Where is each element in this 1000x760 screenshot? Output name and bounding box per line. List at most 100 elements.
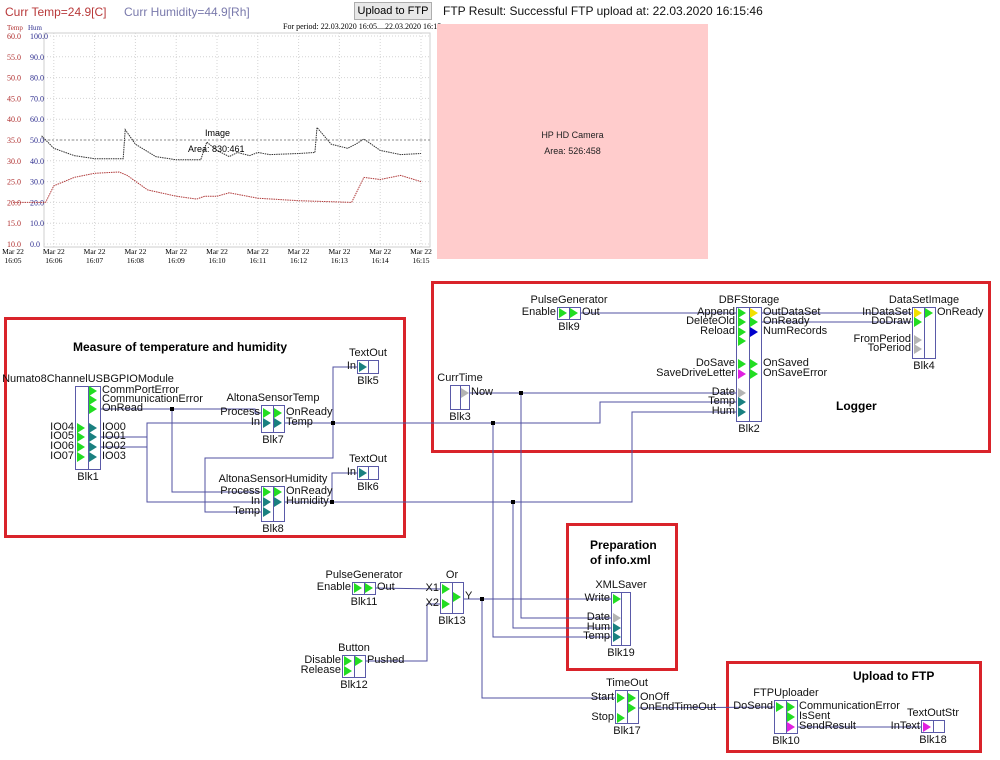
x-tick-date: Mar 22 xyxy=(410,247,432,256)
block-id-label: Blk12 xyxy=(340,679,368,691)
input-port-label: In xyxy=(250,416,260,428)
input-port-event-icon[interactable] xyxy=(738,359,746,369)
input-port-event-icon[interactable] xyxy=(77,432,85,442)
input-port-event-icon[interactable] xyxy=(77,423,85,433)
input-port-gray-icon[interactable] xyxy=(914,335,922,345)
upload-to-ftp-button[interactable]: Upload to FTP xyxy=(354,2,432,20)
input-port-event-icon[interactable] xyxy=(354,583,362,593)
input-port-event-icon[interactable] xyxy=(77,452,85,462)
block-divider xyxy=(627,691,628,723)
input-port-data-icon[interactable] xyxy=(359,362,367,372)
output-port-blue-icon[interactable] xyxy=(750,327,758,337)
input-port-label: Enable xyxy=(521,306,556,318)
wire xyxy=(171,409,261,493)
output-port-data-icon[interactable] xyxy=(89,442,97,452)
input-port-magenta-icon[interactable] xyxy=(923,722,931,732)
output-port-data-icon[interactable] xyxy=(274,497,282,507)
output-port-event-icon[interactable] xyxy=(453,592,461,602)
input-port-label: DoSave xyxy=(695,357,735,369)
output-port-magenta-icon[interactable] xyxy=(787,722,795,732)
camera-area: Area: 526:458 xyxy=(544,146,601,156)
input-port-label: X2 xyxy=(425,597,439,609)
output-port-data-icon[interactable] xyxy=(274,418,282,428)
output-port-event-icon[interactable] xyxy=(787,702,795,712)
wire xyxy=(285,411,736,503)
input-port-event-icon[interactable] xyxy=(263,408,271,418)
output-port-label: CommunicationError xyxy=(102,393,203,405)
current-temperature: Curr Temp=24.9[C] xyxy=(5,5,107,19)
output-port-event-icon[interactable] xyxy=(750,359,758,369)
output-port-event-icon[interactable] xyxy=(787,712,795,722)
block-divider xyxy=(354,656,355,677)
output-port-event-icon[interactable] xyxy=(570,308,578,318)
input-port-gray-icon[interactable] xyxy=(914,344,922,354)
input-port-event-icon[interactable] xyxy=(914,317,922,327)
input-port-event-icon[interactable] xyxy=(738,317,746,327)
block-id-label: Blk3 xyxy=(449,411,471,423)
output-port-event-icon[interactable] xyxy=(274,487,282,497)
output-port-event-icon[interactable] xyxy=(925,308,933,318)
input-port-event-icon[interactable] xyxy=(617,713,625,723)
input-port-event-icon[interactable] xyxy=(442,584,450,594)
output-port-gray-icon[interactable] xyxy=(461,388,469,398)
x-tick-time: 16:12 xyxy=(290,256,307,265)
input-port-data-icon[interactable] xyxy=(263,497,271,507)
output-port-label: Pushed xyxy=(367,654,405,666)
hum-tick-label: 100.0 xyxy=(30,32,48,41)
x-tick-time: 16:09 xyxy=(168,256,185,265)
output-port-event-icon[interactable] xyxy=(89,395,97,405)
output-port-yellow-icon[interactable] xyxy=(750,308,758,318)
input-port-event-icon[interactable] xyxy=(442,599,450,609)
wire xyxy=(204,423,334,513)
input-port-magenta-icon[interactable] xyxy=(738,369,746,379)
output-port-data-icon[interactable] xyxy=(89,452,97,462)
input-port-yellow-icon[interactable] xyxy=(914,308,922,318)
input-port-event-icon[interactable] xyxy=(344,666,352,676)
output-port-event-icon[interactable] xyxy=(89,404,97,414)
input-port-event-icon[interactable] xyxy=(613,594,621,604)
input-port-gray-icon[interactable] xyxy=(738,388,746,398)
output-port-data-icon[interactable] xyxy=(89,423,97,433)
input-port-event-icon[interactable] xyxy=(77,442,85,452)
input-port-event-icon[interactable] xyxy=(263,487,271,497)
output-port-label: Y xyxy=(465,590,473,602)
hum-tick-label: 60.0 xyxy=(30,115,44,124)
input-port-event-icon[interactable] xyxy=(559,308,567,318)
hum-axis-label: Hum xyxy=(28,24,43,32)
hum-series-line xyxy=(41,126,422,161)
output-port-event-icon[interactable] xyxy=(365,583,373,593)
input-port-data-icon[interactable] xyxy=(359,468,367,478)
block-type-label: Numato8ChannelUSBGPIOModule xyxy=(2,373,174,385)
input-port-data-icon[interactable] xyxy=(613,623,621,633)
output-port-event-icon[interactable] xyxy=(89,386,97,396)
x-tick-time: 16:14 xyxy=(372,256,389,265)
output-port-event-icon[interactable] xyxy=(274,408,282,418)
output-port-event-icon[interactable] xyxy=(355,656,363,666)
x-tick-time: 16:05 xyxy=(4,256,21,265)
input-port-gray-icon[interactable] xyxy=(613,613,621,623)
x-tick-time: 16:11 xyxy=(249,256,266,265)
block-divider xyxy=(460,386,461,409)
output-port-event-icon[interactable] xyxy=(750,369,758,379)
input-port-event-icon[interactable] xyxy=(738,327,746,337)
input-port-data-icon[interactable] xyxy=(263,418,271,428)
output-port-event-icon[interactable] xyxy=(750,317,758,327)
input-port-label: SaveDriveLetter xyxy=(656,367,735,379)
block-id-label: Blk19 xyxy=(607,647,635,659)
input-port-data-icon[interactable] xyxy=(738,407,746,417)
input-port-data-icon[interactable] xyxy=(738,397,746,407)
wire xyxy=(481,599,615,699)
input-port-event-icon[interactable] xyxy=(617,693,625,703)
input-port-event-icon[interactable] xyxy=(738,336,746,346)
input-port-label: IO07 xyxy=(50,450,74,462)
input-port-event-icon[interactable] xyxy=(776,702,784,712)
input-port-data-icon[interactable] xyxy=(263,507,271,517)
output-port-event-icon[interactable] xyxy=(628,703,636,713)
input-port-label: Write xyxy=(584,592,610,604)
output-port-event-icon[interactable] xyxy=(628,693,636,703)
block-divider xyxy=(621,593,622,645)
input-port-data-icon[interactable] xyxy=(613,632,621,642)
output-port-data-icon[interactable] xyxy=(89,432,97,442)
input-port-event-icon[interactable] xyxy=(738,308,746,318)
input-port-event-icon[interactable] xyxy=(344,656,352,666)
